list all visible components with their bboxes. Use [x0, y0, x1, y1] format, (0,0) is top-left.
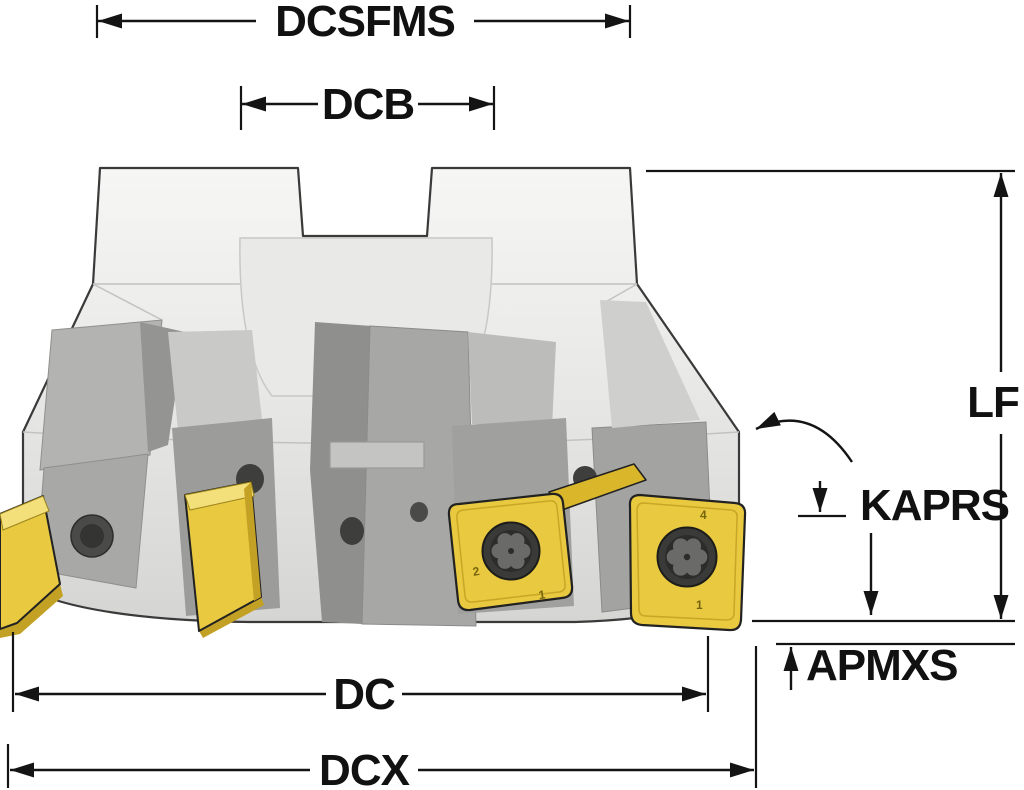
insert-marking: 1: [538, 587, 547, 602]
dimension-apmxs: APMXS: [776, 641, 1015, 690]
label-lf: LF: [967, 378, 1019, 427]
dimension-lf: LF: [646, 169, 1020, 623]
insert-marking: 4: [700, 508, 707, 522]
dimensions: DCSFMS DCB LF KAPRS: [6, 0, 1020, 790]
label-dc: DC: [333, 670, 395, 719]
mounting-hole: [410, 502, 428, 522]
label-dcb: DCB: [322, 80, 414, 129]
insert-left: [184, 481, 264, 638]
label-kaprs: KAPRS: [860, 481, 1009, 530]
dimension-kaprs: KAPRS: [755, 411, 1010, 615]
insert-marking: 2: [472, 564, 481, 579]
insert-marking: 1: [696, 598, 703, 612]
torx-screw-icon: [656, 526, 718, 588]
label-apmxs: APMXS: [806, 641, 957, 690]
label-dcx: DCX: [319, 746, 410, 790]
dimension-dcsfms: DCSFMS: [95, 0, 632, 46]
dimension-dcb: DCB: [239, 80, 496, 130]
mounting-hole: [70, 514, 114, 558]
inserts: 2 1 4 1: [0, 463, 747, 638]
insert-center: 2 1: [447, 492, 574, 612]
insert-left-partial: [0, 495, 63, 638]
dimension-dcx: DCX: [6, 646, 758, 790]
torx-screw-icon: [481, 521, 541, 581]
mounting-hole: [340, 517, 364, 545]
dimension-dc: DC: [11, 632, 710, 719]
insert-right: 4 1: [628, 493, 747, 632]
pocket-detail-plate: [329, 441, 425, 469]
label-dcsfms: DCSFMS: [275, 0, 455, 46]
facet-line-left: [92, 283, 163, 321]
